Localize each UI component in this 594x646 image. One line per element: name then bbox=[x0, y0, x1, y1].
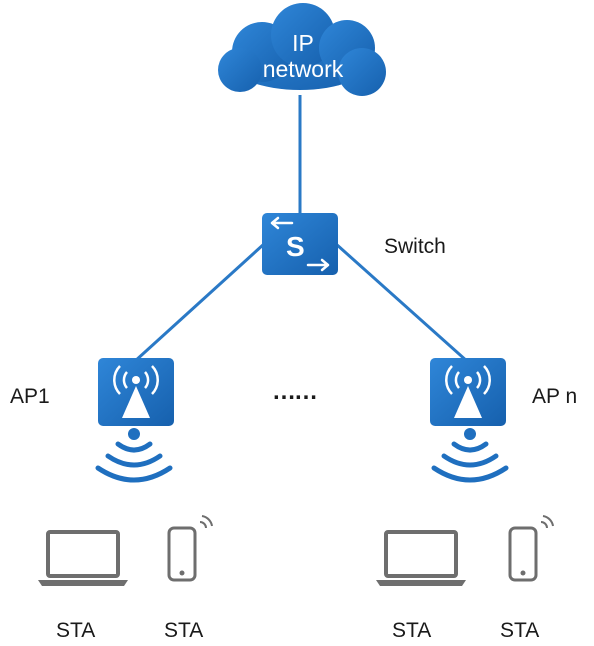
sta-label: STA bbox=[56, 619, 96, 642]
switch-icon bbox=[262, 213, 338, 275]
wifi-signal-icon bbox=[431, 428, 509, 483]
wifi-signal-icon bbox=[95, 428, 173, 483]
sta-label: STA bbox=[164, 619, 204, 642]
phone-icon bbox=[167, 515, 213, 582]
cloud-label-line2: network bbox=[262, 56, 344, 83]
cloud-label-line1: IP bbox=[292, 30, 314, 56]
phone-icon bbox=[508, 515, 554, 582]
sta-label: STA bbox=[500, 619, 540, 642]
apn-label: AP n bbox=[532, 385, 578, 408]
laptop-icon bbox=[376, 530, 466, 586]
access-point-icon bbox=[98, 358, 174, 426]
ap1-label: AP1 bbox=[10, 385, 50, 408]
sta-label: STA bbox=[392, 619, 432, 642]
switch-label: Switch bbox=[384, 235, 446, 258]
link-switch-ap1 bbox=[132, 242, 266, 364]
cloud-label: IP network bbox=[233, 30, 373, 83]
cloud-icon bbox=[218, 3, 386, 96]
access-point-icon bbox=[430, 358, 506, 426]
link-switch-apn bbox=[335, 242, 469, 364]
ellipsis: …… bbox=[272, 378, 318, 405]
laptop-icon bbox=[38, 530, 128, 586]
switch-glyph: S bbox=[286, 231, 305, 262]
